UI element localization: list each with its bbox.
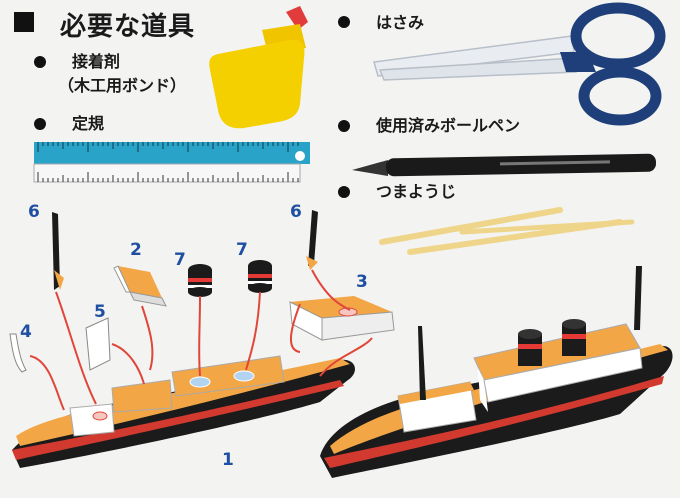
part-number-4: 4 [20, 322, 32, 342]
bullet-icon [34, 118, 46, 130]
bow-piece-part-icon [9, 333, 27, 373]
title-square-icon [14, 12, 34, 32]
funnel-part-icon [188, 264, 212, 297]
funnel-part-icon [248, 260, 272, 293]
assembled-ship-icon [320, 266, 673, 478]
stern-deck-part-icon [289, 296, 395, 341]
page-title: 必要な道具 [60, 12, 196, 42]
bullet-icon [338, 120, 350, 132]
pen-label: 使用済みボールペン [376, 116, 521, 135]
part-number-3: 3 [356, 272, 368, 292]
mast-part-icon [52, 212, 64, 290]
part-number-7: 7 [174, 250, 186, 270]
part-number-5: 5 [94, 302, 106, 322]
part-number-2: 2 [130, 240, 142, 260]
bridge-part-icon [113, 265, 167, 307]
ruler-icon [33, 142, 310, 183]
part-number-7: 7 [236, 240, 248, 260]
hull-part-icon [12, 307, 358, 468]
part-number-1: 1 [222, 450, 234, 470]
glue-label: 接着剤 [72, 52, 121, 71]
ruler-label: 定規 [72, 114, 105, 133]
assembly-arrows [29, 269, 373, 411]
bullet-icon [338, 16, 350, 28]
scissors-icon [373, 2, 666, 126]
part-number-6: 6 [28, 202, 40, 222]
bullet-icon [338, 186, 350, 198]
glue-bottle-icon [209, 6, 308, 129]
toothpick-label: つまようじ [376, 182, 457, 201]
toothpick-icon [379, 207, 635, 255]
side-panel-part-icon [85, 317, 111, 371]
ballpoint-pen-icon [352, 153, 656, 177]
mast-part-icon [306, 210, 318, 270]
glue-sublabel: （木工用ボンド） [58, 76, 187, 95]
scissors-label: はさみ [376, 13, 425, 32]
part-number-6: 6 [290, 202, 302, 222]
bullet-icon [34, 56, 46, 68]
